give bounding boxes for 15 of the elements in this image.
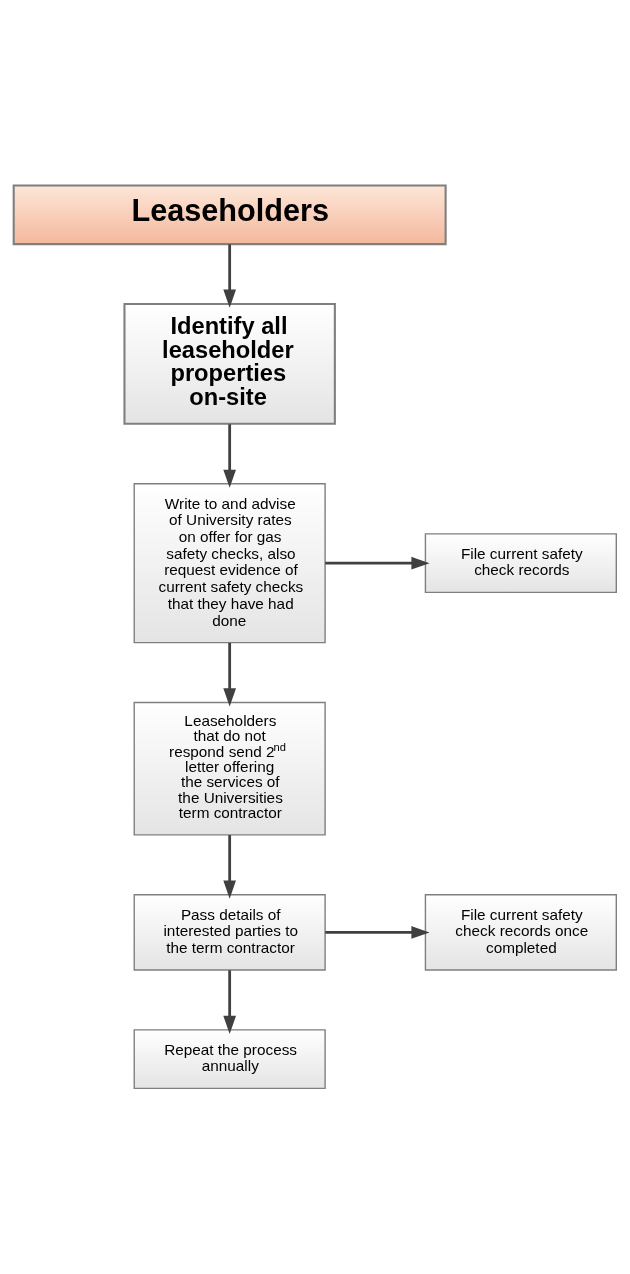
- node-box: File current safety check records: [424, 533, 617, 594]
- arrow: [223, 244, 236, 308]
- node-box: Leaseholders: [12, 184, 447, 246]
- arrow: [223, 642, 236, 707]
- arrow: [223, 970, 236, 1034]
- node-box: Identify all leaseholder properties on-site: [123, 302, 336, 425]
- node-box: File current safety check records once completed: [424, 894, 617, 971]
- arrow: [325, 556, 430, 570]
- arrow: [223, 424, 236, 488]
- arrow: [223, 835, 236, 899]
- node-box: Repeat the process annually: [133, 1029, 326, 1090]
- node-box: Write to and advise of University rates on offer for gas safety checks, also request evidence of current safety checks that they have had done: [133, 483, 326, 644]
- arrow: [325, 926, 430, 939]
- node-box: Leaseholders that do not respond send 2$^{nd}$ letter offering the services of the Universities term contractor: [133, 701, 326, 836]
- node-box: Pass details of interested parties to the term contractor: [133, 894, 326, 971]
